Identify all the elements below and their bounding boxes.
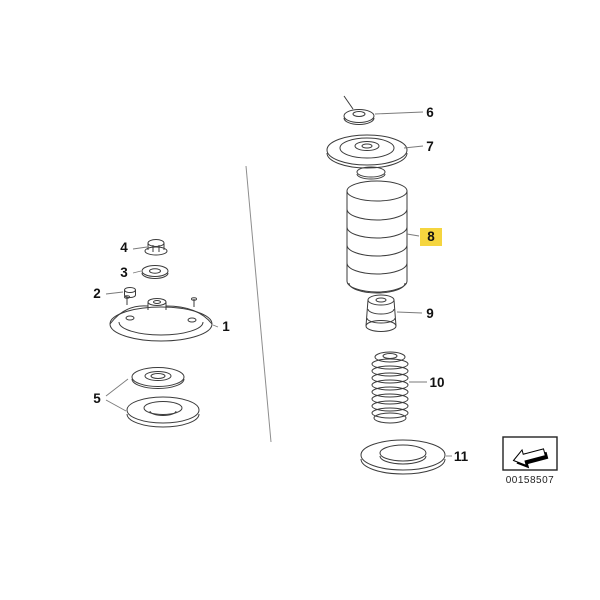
part-11-spring-pad: [360, 439, 446, 475]
part-label-3[interactable]: 3: [120, 265, 128, 280]
direction-arrow-icon: [512, 448, 549, 469]
part-label-4[interactable]: 4: [120, 240, 128, 255]
divider-line: [245, 165, 272, 443]
part-10-dust-bellows: [371, 351, 409, 424]
part-label-7[interactable]: 7: [426, 139, 434, 154]
part-label-1[interactable]: 1: [222, 319, 230, 334]
part-label-9[interactable]: 9: [426, 306, 434, 321]
part-8-coil-spring: [346, 180, 408, 294]
part-6-cap: [343, 109, 375, 125]
leader-lines: [105, 111, 452, 457]
diagram-code: 00158507: [506, 475, 555, 486]
part-label-10[interactable]: 10: [429, 375, 444, 390]
part-4-hex-nut: [144, 239, 168, 256]
part-label-8[interactable]: 8: [427, 229, 435, 244]
part-7-spring-plate: [326, 134, 408, 180]
part-label-5[interactable]: 5: [93, 391, 101, 406]
part-label-11[interactable]: 11: [454, 449, 469, 464]
part-label-2[interactable]: 2: [93, 286, 101, 301]
part-5-bearing-and-pad: [126, 367, 200, 428]
direction-stamp: 00158507: [502, 436, 558, 486]
part-label-6[interactable]: 6: [426, 105, 434, 120]
highlight-box-part-8: [420, 228, 442, 246]
piston-rod-tip: [343, 95, 354, 110]
part-1-strut-mount: [109, 295, 213, 342]
part-9-bump-stop: [365, 294, 397, 332]
part-3-washer: [141, 265, 169, 279]
